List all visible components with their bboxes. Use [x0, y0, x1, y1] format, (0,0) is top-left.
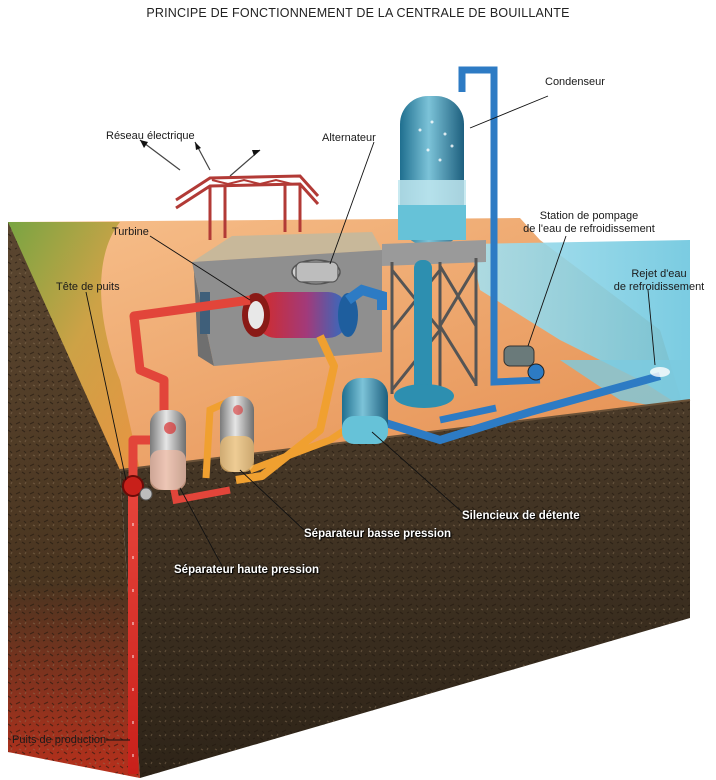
label-alternateur: Alternateur [322, 132, 376, 144]
low-pressure-separator [220, 396, 254, 472]
label-haute: Séparateur haute pression [174, 564, 320, 576]
cold-pipe [345, 284, 387, 310]
production-well [128, 480, 138, 774]
label-tete: Tête de puits [56, 281, 120, 293]
cooling-outfall [650, 367, 670, 377]
label-puits: Puits de production [12, 734, 107, 746]
flash-silencer [342, 378, 388, 444]
mid-pipe [235, 334, 338, 484]
label-station-line1: Station de pompage [539, 210, 639, 222]
label-silencieux: Silencieux de détente [462, 510, 580, 522]
condenser-tower [382, 96, 486, 408]
label-turbine: Turbine [112, 226, 149, 238]
turbine [242, 292, 358, 338]
turbine-building-roof [192, 232, 382, 262]
label-condenseur: Condenseur [545, 76, 605, 88]
label-reseau: Réseau électrique [106, 130, 195, 142]
label-rejet-line2: de refroidissement [613, 281, 705, 293]
hot-pipe [128, 295, 251, 485]
label-station-line2: de l'eau de refroidissement [523, 223, 655, 235]
high-pressure-separator [150, 410, 186, 490]
label-station: Station de pompage de l'eau de refroidis… [514, 210, 664, 236]
label-rejet-line1: Rejet d'eau [631, 268, 687, 280]
label-basse: Séparateur basse pression [304, 528, 452, 540]
electric-grid-truss [175, 174, 320, 240]
pump-station [503, 345, 545, 381]
wellhead [122, 475, 144, 497]
label-rejet: Rejet d'eau de refroidissement [604, 268, 714, 294]
diagram-title: PRINCIPE DE FONCTIONNEMENT DE LA CENTRAL… [146, 6, 570, 20]
